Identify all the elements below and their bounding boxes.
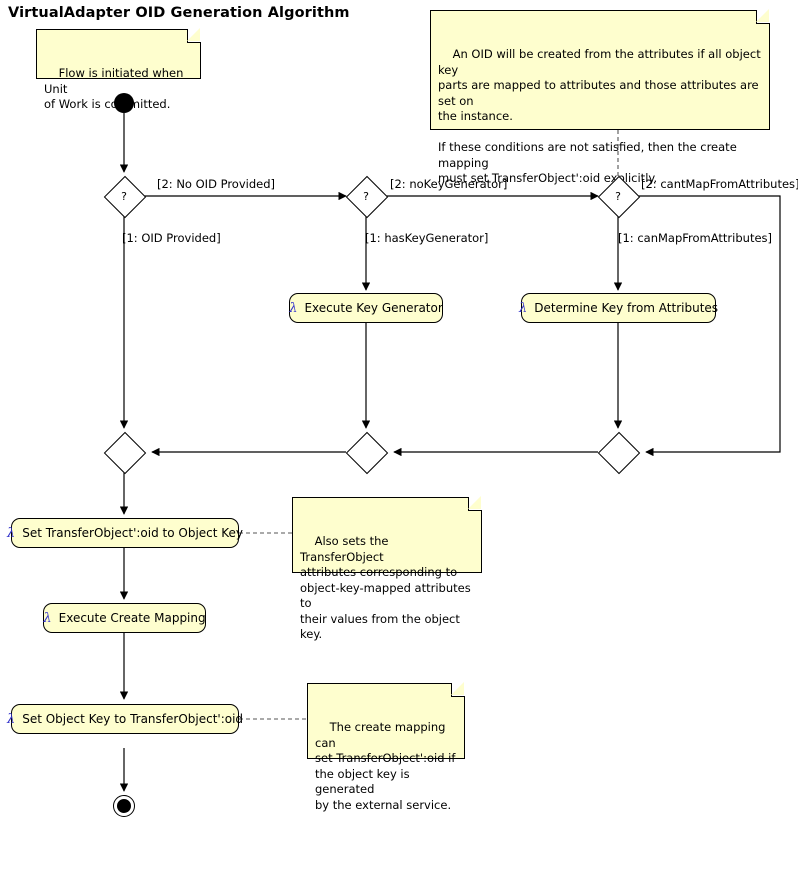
decision-glyph: ?: [615, 189, 621, 203]
lambda-icon: λ: [43, 610, 52, 626]
lambda-icon: λ: [518, 300, 528, 316]
diamond-shape: [345, 431, 389, 475]
decision-key-generator[interactable]: ?: [345, 175, 389, 219]
lambda-icon: λ: [6, 525, 16, 541]
page-title: VirtualAdapter OID Generation Algorithm: [8, 5, 350, 21]
action-label: Set TransferObject':oid to Object Key: [22, 526, 244, 540]
decision-glyph: ?: [363, 189, 369, 203]
note-fold-icon: [468, 496, 482, 511]
edge-label-has-key-generator: [1: hasKeyGenerator]: [365, 231, 489, 245]
edge-label-cant-map-from-attributes: [2: cantMapFromAttributes]: [641, 177, 798, 191]
action-execute-key-generator[interactable]: λ Execute Key Generator: [289, 293, 443, 323]
action-determine-key-from-attributes[interactable]: λ Determine Key from Attributes: [518, 293, 719, 323]
edge-label-no-oid-provided: [2: No OID Provided]: [157, 177, 275, 191]
note-create-mapping-text: The create mapping can set TransferObjec…: [315, 720, 456, 812]
note-start: Flow is initiated when Unit of Work is c…: [36, 28, 201, 111]
note-create-mapping: The create mapping can set TransferObjec…: [307, 682, 465, 812]
decision-map-from-attributes[interactable]: ?: [597, 175, 641, 219]
merge-middle: [345, 431, 389, 475]
action-set-object-key[interactable]: λ Set Object Key to TransferObject':oid: [7, 704, 243, 734]
note-fold-icon: [451, 682, 465, 697]
merge-left: [103, 431, 147, 475]
action-set-transferobject-oid[interactable]: λ Set TransferObject':oid to Object Key: [7, 518, 243, 548]
diamond-shape: [103, 431, 147, 475]
note-fold-icon: [756, 9, 770, 24]
lambda-icon: λ: [6, 711, 16, 727]
edge-label-oid-provided: [1: OID Provided]: [122, 231, 221, 245]
lambda-icon: λ: [289, 300, 298, 316]
note-also-sets-text: Also sets the TransferObject attributes …: [300, 534, 471, 641]
edge-label-no-key-generator: [2: noKeyGenerator]: [390, 177, 508, 191]
note-fold-icon: [187, 28, 201, 43]
action-execute-create-mapping[interactable]: λ Execute Create Mapping: [43, 603, 206, 633]
edge-label-can-map-from-attributes: [1: canMapFromAttributes]: [618, 231, 773, 245]
note-oid-attributes-text: An OID will be created from the attribut…: [438, 47, 761, 185]
diamond-shape: [597, 431, 641, 475]
action-label: Set Object Key to TransferObject':oid: [22, 712, 244, 726]
action-label: Execute Create Mapping: [58, 611, 206, 625]
decision-oid-provided[interactable]: ?: [103, 175, 147, 219]
note-oid-attributes: An OID will be created from the attribut…: [430, 9, 770, 185]
note-also-sets: Also sets the TransferObject attributes …: [292, 496, 482, 641]
final-node: [113, 795, 135, 817]
action-label: Execute Key Generator: [304, 301, 443, 315]
action-label: Determine Key from Attributes: [534, 301, 719, 315]
merge-right: [597, 431, 641, 475]
initial-node: [114, 93, 134, 113]
decision-glyph: ?: [121, 189, 127, 203]
